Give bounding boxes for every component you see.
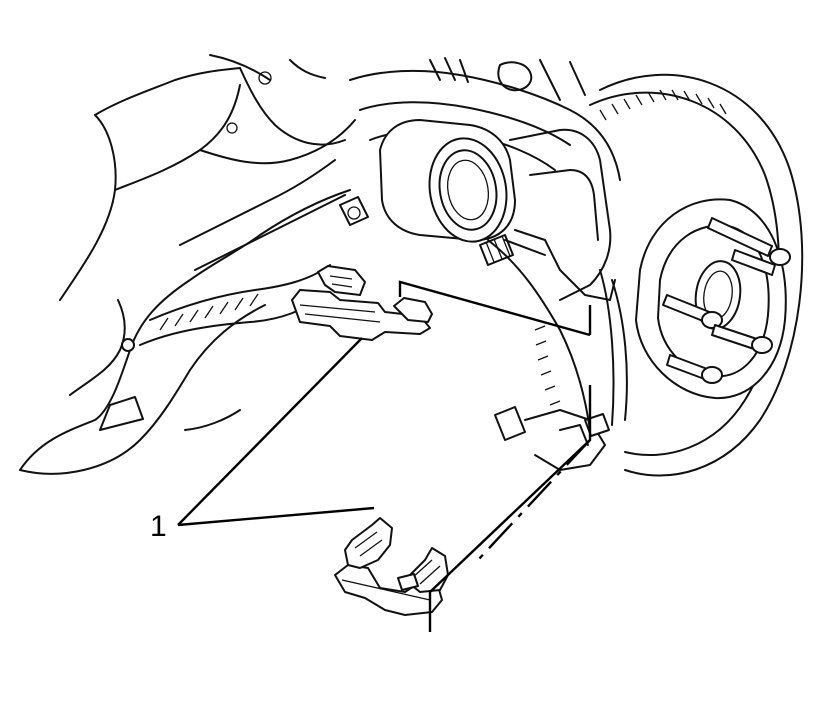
rotor-hub-drawing: [487, 73, 804, 477]
upper-clip-drawing: [291, 265, 433, 341]
wheel-studs: [662, 217, 791, 384]
caliper-drawing: [339, 57, 621, 471]
callout-leaders: [177, 280, 592, 632]
lower-clip-drawing: [334, 517, 449, 616]
callout-number-1: 1: [150, 510, 167, 543]
knuckle-arm-drawing: [19, 54, 356, 475]
